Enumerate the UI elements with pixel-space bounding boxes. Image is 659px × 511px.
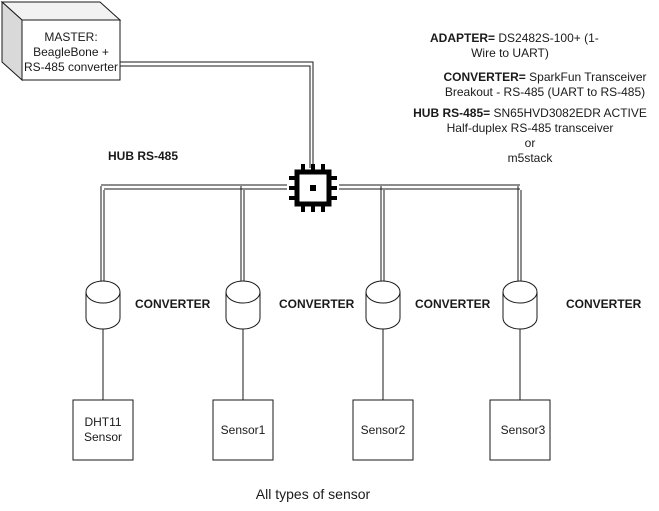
master-cube-front	[21, 19, 121, 81]
sensor-box	[72, 399, 134, 461]
diagram-caption: All types of sensor	[255, 486, 371, 502]
sensor-box	[212, 399, 274, 461]
chip-icon[interactable]	[289, 164, 337, 212]
sensor-box	[352, 399, 414, 461]
note-key: HUB RS-485=	[413, 106, 491, 120]
converter-cylinder-rim	[365, 291, 401, 304]
note-text: SN65HVD3082EDR ACTIVE	[493, 106, 647, 120]
note-text: or	[524, 136, 536, 150]
hub-bus	[101, 184, 520, 190]
note-key: CONVERTER=	[443, 70, 526, 84]
note-hub: HUB RS-485= SN65HVD3082EDR ACTIVE Half-d…	[410, 106, 650, 166]
converter-label: CONVERTER	[279, 297, 355, 311]
converter-cylinder-icon	[365, 280, 401, 330]
sensor-label-1: Sensor1	[220, 423, 266, 437]
master-label-line: BeagleBone +	[33, 45, 109, 59]
hub-label: HUB RS-485	[108, 149, 179, 163]
master-hub-link	[120, 61, 314, 168]
sensor-box	[489, 399, 551, 461]
converter-cylinder-rim	[502, 291, 538, 304]
master-label: MASTER: BeagleBone + RS-485 converter	[22, 30, 120, 75]
sensor-label-3: Sensor3	[500, 423, 546, 437]
note-text: m5stack	[507, 151, 553, 165]
sensor-label-line: DHT11	[84, 415, 122, 429]
sensor-label-2: Sensor2	[360, 423, 406, 437]
master-label-line: RS-485 converter	[23, 60, 119, 74]
converter-label: CONVERTER	[566, 297, 642, 311]
master-label-line: MASTER:	[44, 30, 98, 44]
converter-cylinder-rim	[85, 291, 121, 304]
converter-cylinder-icon	[225, 280, 261, 330]
note-converter: CONVERTER= SparkFun Transceiver Breakout…	[440, 70, 650, 100]
sensor-label-line: Sensor	[83, 430, 123, 444]
note-text: Half-duplex RS-485 transceiver	[446, 121, 614, 135]
converter-cylinder-icon	[85, 280, 121, 330]
converter-label: CONVERTER	[415, 297, 491, 311]
converter-cylinder-icon	[502, 280, 538, 330]
note-text: Wire to UART)	[471, 46, 549, 60]
note-text: Breakout - RS-485 (UART to RS-485)	[444, 85, 646, 99]
note-text: DS2482S-100+ (1-	[498, 31, 599, 45]
converter-label: CONVERTER	[135, 297, 211, 311]
master-node[interactable]	[0, 0, 122, 82]
sensor-label-dht11: DHT11 Sensor	[73, 415, 133, 445]
note-adapter: ADAPTER= DS2482S-100+ (1- Wire to UART)	[430, 31, 599, 61]
converter-cylinder-rim	[225, 291, 261, 304]
note-key: ADAPTER=	[430, 31, 496, 45]
note-text: SparkFun Transceiver	[529, 70, 647, 84]
